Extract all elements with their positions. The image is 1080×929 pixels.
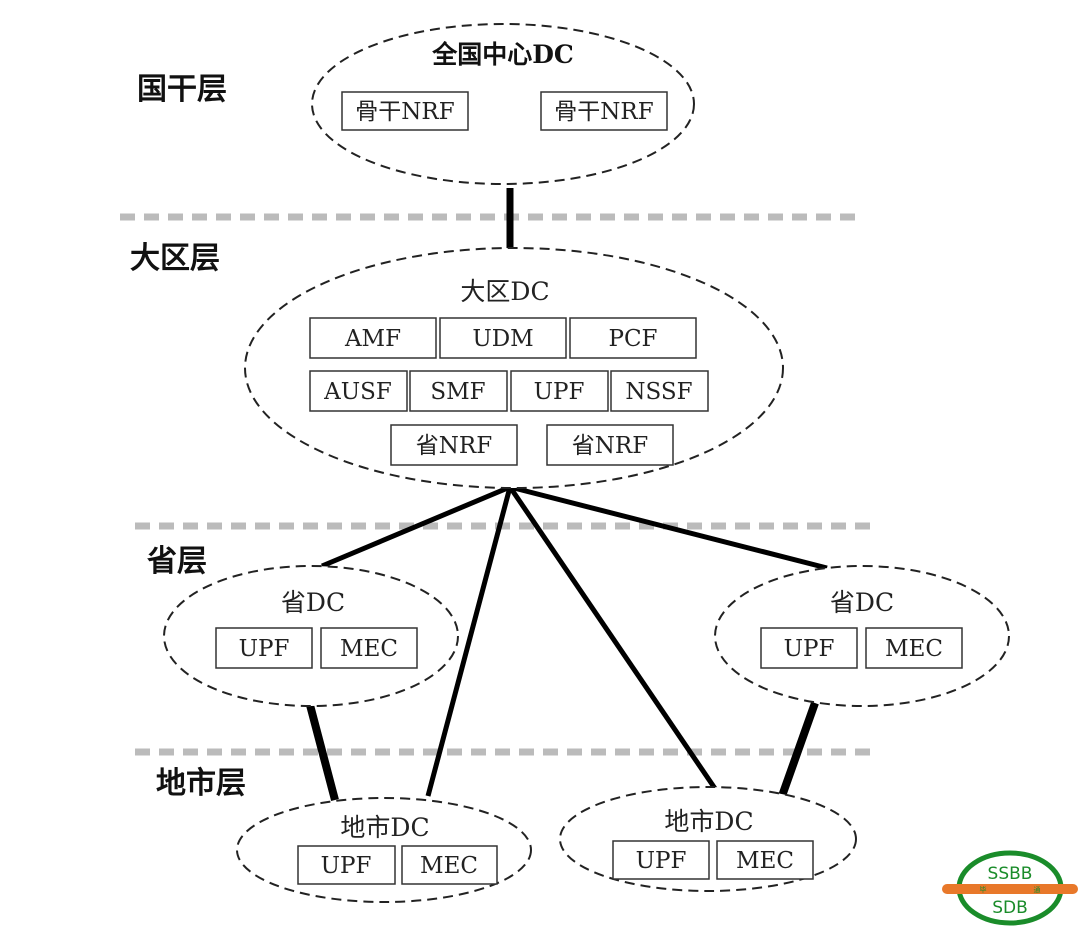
province-left-box-upf xyxy=(215,627,313,669)
region-label-udm: UDM xyxy=(472,326,533,352)
layer-label-national: 国干层 xyxy=(137,72,227,107)
city-dc-right: 地市DC UPF MEC xyxy=(559,786,857,892)
logo-mid-right-text: 通 xyxy=(1034,885,1041,894)
link-province-right-city-right xyxy=(778,701,819,798)
national-nrf-box-1 xyxy=(341,91,469,131)
region-box-nssf xyxy=(610,370,709,412)
region-label-nrf-1: 省NRF xyxy=(416,433,492,459)
city-left-label-upf: UPF xyxy=(321,853,372,879)
national-dc-title: 全国中心DC xyxy=(431,40,574,69)
connections xyxy=(306,188,828,802)
province-right-box-mec xyxy=(865,627,963,669)
region-label-upf: UPF xyxy=(534,379,585,405)
region-label-nrf-2: 省NRF xyxy=(572,433,648,459)
region-box-amf xyxy=(309,317,437,359)
region-box-smf xyxy=(409,370,508,412)
region-dc: 大区DC AMF UDM PCF AUSF SMF UPF NSSF 省NRF … xyxy=(244,247,784,489)
city-right-box-mec xyxy=(716,840,814,880)
layer-label-region: 大区层 xyxy=(130,241,220,276)
national-dc-boundary xyxy=(311,23,695,185)
logo-mid-left-text: 毕 xyxy=(980,885,987,894)
ssbb-logo: SSBB SDB 毕 通 xyxy=(942,850,1078,926)
province-right-label-mec: MEC xyxy=(885,636,943,662)
province-right-box-upf xyxy=(760,627,858,669)
region-box-pcf xyxy=(569,317,697,359)
city-right-label-upf: UPF xyxy=(636,848,687,874)
national-nrf-label-2: 骨干NRF xyxy=(554,99,653,125)
link-region-province-left xyxy=(321,484,511,569)
layer-label-province: 省层 xyxy=(147,544,207,579)
city-left-box-mec xyxy=(401,845,498,885)
national-nrf-box-2 xyxy=(540,91,668,131)
region-label-amf: AMF xyxy=(344,326,401,352)
province-dc-left: 省DC UPF MEC xyxy=(163,565,459,707)
city-left-label-mec: MEC xyxy=(420,853,478,879)
region-box-udm xyxy=(439,317,567,359)
logo-top-text: SSBB xyxy=(988,864,1033,884)
province-dc-left-title: 省DC xyxy=(281,588,345,617)
city-dc-right-title: 地市DC xyxy=(664,807,753,836)
city-left-box-upf xyxy=(297,845,396,885)
region-box-ausf xyxy=(309,370,408,412)
province-left-label-mec: MEC xyxy=(340,636,398,662)
province-dc-right-title: 省DC xyxy=(830,588,894,617)
city-right-box-upf xyxy=(612,840,710,880)
national-dc: 全国中心DC 骨干NRF 骨干NRF xyxy=(311,23,695,185)
city-right-label-mec: MEC xyxy=(736,848,794,874)
logo-bar-icon xyxy=(942,884,1078,894)
region-dc-title: 大区DC xyxy=(460,277,549,306)
link-province-left-city-left xyxy=(306,703,339,802)
link-region-province-right xyxy=(509,484,828,571)
province-left-box-mec xyxy=(320,627,418,669)
city-dc-left-title: 地市DC xyxy=(340,813,429,842)
region-label-pcf: PCF xyxy=(608,326,657,352)
national-nrf-label-1: 骨干NRF xyxy=(355,99,454,125)
link-region-city-left xyxy=(425,486,513,797)
link-region-city-right xyxy=(507,485,719,792)
layer-label-city: 地市层 xyxy=(156,766,246,801)
region-label-nssf: NSSF xyxy=(625,379,692,405)
city-dc-left: 地市DC UPF MEC xyxy=(236,797,532,903)
province-dc-right-boundary xyxy=(714,565,1010,707)
region-box-nrf-1 xyxy=(390,424,518,466)
region-label-ausf: AUSF xyxy=(323,379,392,405)
region-label-smf: SMF xyxy=(430,379,485,405)
province-left-label-upf: UPF xyxy=(239,636,290,662)
region-box-nrf-2 xyxy=(546,424,674,466)
logo-bottom-text: SDB xyxy=(992,898,1028,918)
layer-separators xyxy=(120,213,872,756)
province-dc-right: 省DC UPF MEC xyxy=(714,565,1010,707)
region-box-upf xyxy=(510,370,609,412)
province-right-label-upf: UPF xyxy=(784,636,835,662)
